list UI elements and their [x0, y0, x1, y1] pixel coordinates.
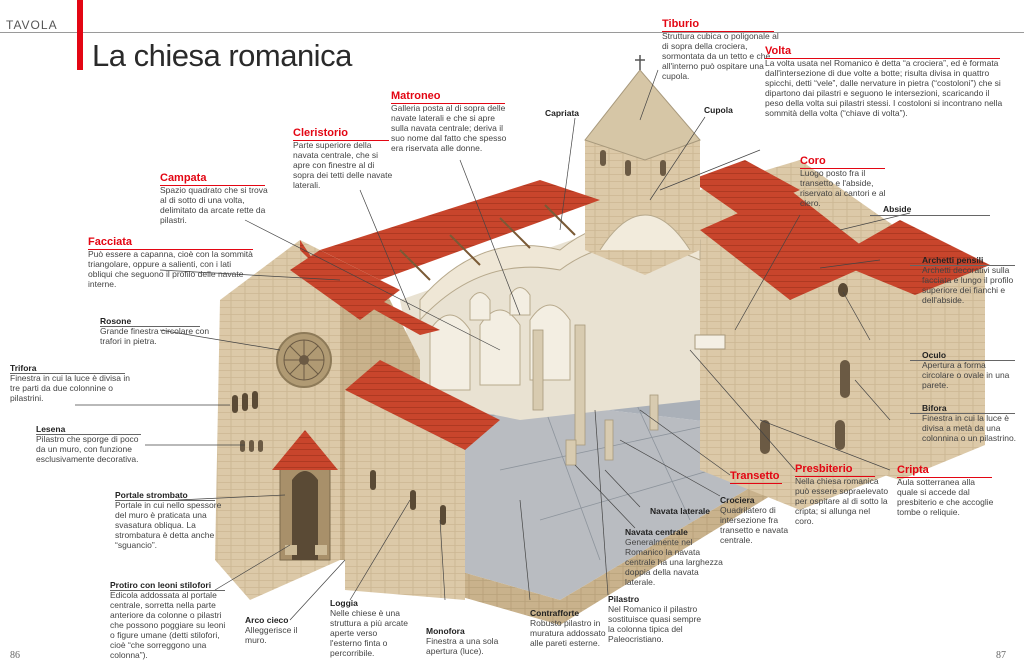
- page-number-left: 86: [10, 650, 20, 661]
- underline-facciata: [88, 249, 253, 250]
- pillars: [532, 324, 659, 466]
- section-label: TAVOLA: [6, 18, 58, 32]
- trifora: [232, 391, 258, 413]
- lion-left: [285, 545, 297, 555]
- loggia: [240, 440, 263, 452]
- underline-volta: [765, 58, 1000, 59]
- header-rule: [0, 32, 1024, 33]
- aisle-roof: [345, 360, 500, 450]
- underline-campata: [160, 185, 265, 186]
- underline-cleristorio: [293, 140, 389, 141]
- leader-lines: [75, 69, 911, 621]
- label-cupola: Cupola: [704, 105, 733, 115]
- tiburio-roof: [584, 69, 701, 161]
- accent-bar: [77, 0, 83, 70]
- page-number-right: 87: [996, 650, 1006, 661]
- lion-right: [315, 545, 327, 555]
- transept-roof-top: [690, 160, 800, 215]
- cupola-interior: [599, 214, 691, 251]
- label-transetto: Transetto: [730, 470, 780, 482]
- page-title: La chiesa romanica: [92, 38, 352, 73]
- bifora-window: [840, 360, 850, 398]
- arcades: [429, 287, 571, 391]
- facade-roof: [300, 240, 440, 335]
- label-capriata: Capriata: [545, 108, 580, 118]
- underline-matroneo: [391, 103, 505, 104]
- floor-edge: [420, 470, 780, 625]
- altar: [694, 334, 726, 350]
- underline-tiburio: [662, 31, 774, 32]
- roof-trusses: [399, 204, 576, 281]
- transept-roof-back: [700, 190, 880, 300]
- label-abside: Abside: [883, 204, 912, 214]
- label-navata-laterale: Navata laterale: [650, 506, 711, 516]
- apse-roof: [830, 220, 990, 295]
- underline-coro: [800, 168, 885, 169]
- apse-block: [820, 230, 985, 480]
- aisle-wall: [345, 390, 465, 600]
- nave-roof: [320, 180, 600, 280]
- oculo-window: [838, 283, 848, 297]
